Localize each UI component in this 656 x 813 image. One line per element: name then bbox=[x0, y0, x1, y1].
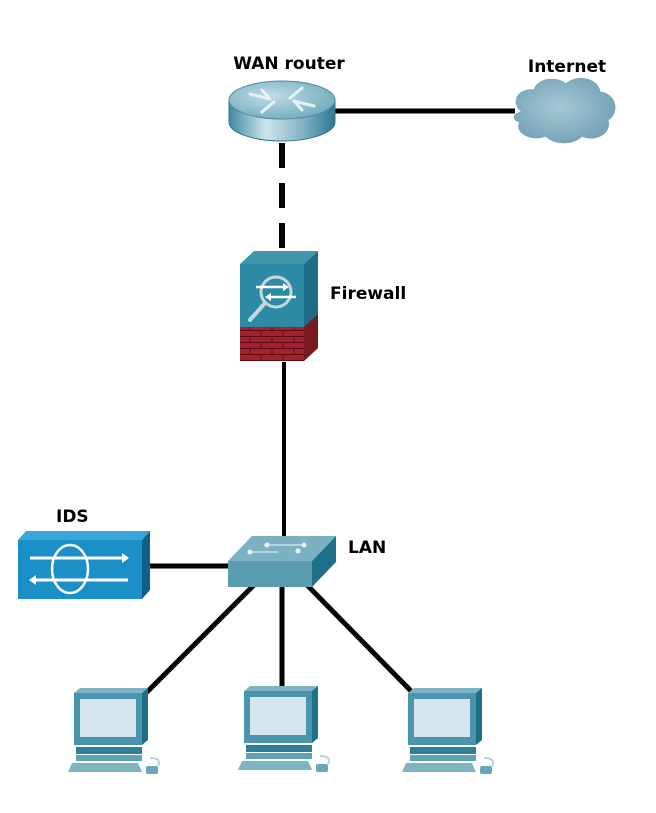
magnifier-icon bbox=[248, 275, 296, 322]
pc-1[interactable] bbox=[68, 688, 160, 774]
firewall[interactable]: Firewall bbox=[240, 251, 406, 361]
cloud-icon bbox=[513, 77, 616, 144]
workstations bbox=[68, 686, 494, 774]
wan-router[interactable]: WAN router bbox=[228, 54, 345, 142]
ids[interactable]: IDS bbox=[18, 507, 150, 599]
link-lan-pc3 bbox=[304, 582, 416, 696]
links bbox=[143, 108, 515, 696]
internet-label: Internet bbox=[528, 57, 606, 77]
internet[interactable]: Internet bbox=[513, 57, 616, 144]
lan[interactable]: LAN bbox=[228, 536, 386, 587]
pc-2[interactable] bbox=[238, 686, 330, 772]
pc-3[interactable] bbox=[402, 688, 494, 774]
firewall-label: Firewall bbox=[330, 284, 406, 304]
link-lan-pc1 bbox=[143, 582, 257, 696]
switch-icon bbox=[228, 561, 312, 587]
ids-label: IDS bbox=[56, 507, 89, 527]
lan-label: LAN bbox=[348, 538, 386, 558]
wan-router-label: WAN router bbox=[233, 54, 345, 74]
